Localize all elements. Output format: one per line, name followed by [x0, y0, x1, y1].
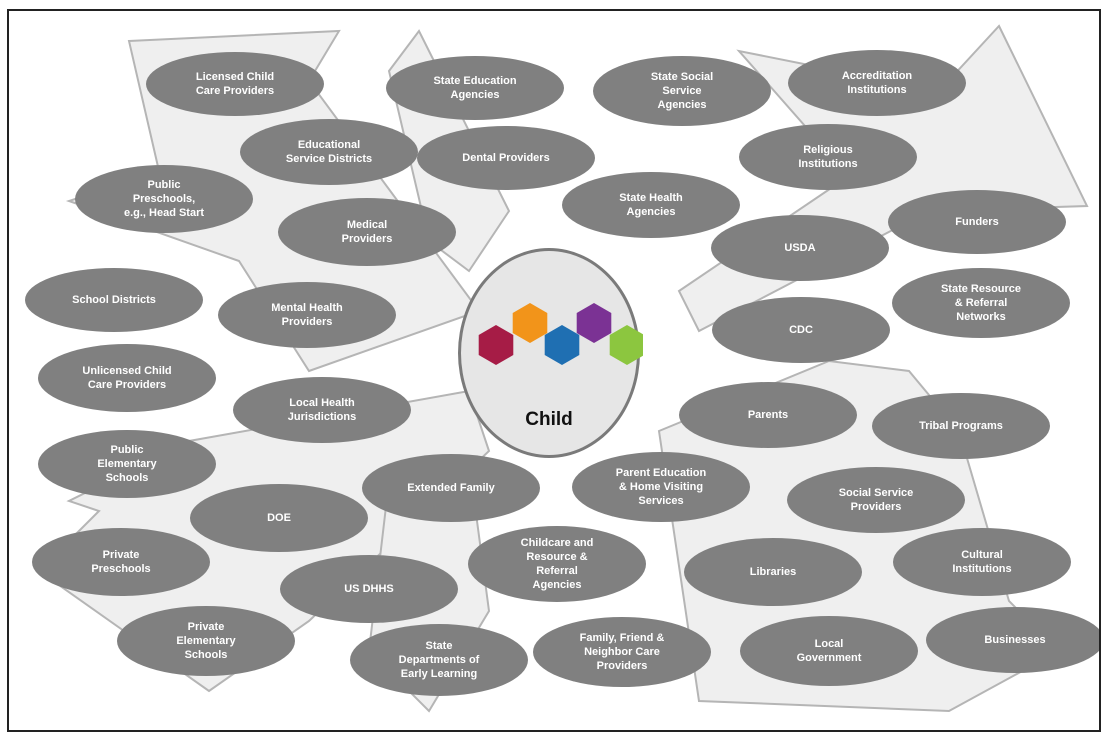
node-usda: USDA	[711, 215, 889, 281]
node-accreditation-institutions: Accreditation Institutions	[788, 50, 966, 116]
node-doe: DOE	[190, 484, 368, 552]
node-private-elementary-schools: Private Elementary Schools	[117, 606, 295, 676]
node-childcare-resource-referral-agencies: Childcare and Resource & Referral Agenci…	[468, 526, 646, 602]
center-label: Child	[525, 409, 573, 430]
node-libraries: Libraries	[684, 538, 862, 606]
node-cultural-institutions: Cultural Institutions	[893, 528, 1071, 596]
node-medical-providers: Medical Providers	[278, 198, 456, 266]
node-licensed-child-care-providers: Licensed Child Care Providers	[146, 52, 324, 116]
node-cdc: CDC	[712, 297, 890, 363]
child-center-circle: Child	[458, 248, 643, 458]
node-local-health-jurisdictions: Local Health Jurisdictions	[233, 377, 411, 443]
hexagon-red-icon	[478, 325, 514, 365]
node-state-resource-referral-networks: State Resource & Referral Networks	[892, 268, 1070, 338]
diagram-frame: Child Licensed Child Care Providers Stat…	[7, 9, 1101, 732]
hexagon-green-icon	[609, 325, 643, 365]
node-parent-education-home-visiting: Parent Education & Home Visiting Service…	[572, 452, 750, 522]
node-us-dhhs: US DHHS	[280, 555, 458, 623]
node-mental-health-providers: Mental Health Providers	[218, 282, 396, 348]
node-state-education-agencies: State Education Agencies	[386, 56, 564, 120]
node-social-service-providers: Social Service Providers	[787, 467, 965, 533]
node-dental-providers: Dental Providers	[417, 126, 595, 190]
node-state-health-agencies: State Health Agencies	[562, 172, 740, 238]
node-educational-service-districts: Educational Service Districts	[240, 119, 418, 185]
hexagon-purple-icon	[576, 303, 612, 343]
node-private-preschools: Private Preschools	[32, 528, 210, 596]
node-school-districts: School Districts	[25, 268, 203, 332]
node-unlicensed-child-care-providers: Unlicensed Child Care Providers	[38, 344, 216, 412]
node-local-government: Local Government	[740, 616, 918, 686]
hexagon-logo-icon	[478, 303, 643, 365]
node-funders: Funders	[888, 190, 1066, 254]
node-religious-institutions: Religious Institutions	[739, 124, 917, 190]
node-state-departments-early-learning: State Departments of Early Learning	[350, 624, 528, 696]
hexagon-blue-icon	[544, 325, 580, 365]
node-family-friend-neighbor-care: Family, Friend & Neighbor Care Providers	[533, 617, 711, 687]
node-tribal-programs: Tribal Programs	[872, 393, 1050, 459]
node-parents: Parents	[679, 382, 857, 448]
node-public-preschools: Public Preschools, e.g., Head Start	[75, 165, 253, 233]
node-businesses: Businesses	[926, 607, 1099, 673]
node-public-elementary-schools: Public Elementary Schools	[38, 430, 216, 498]
node-extended-family: Extended Family	[362, 454, 540, 522]
node-state-social-service-agencies: State Social Service Agencies	[593, 56, 771, 126]
hexagon-orange-icon	[512, 303, 548, 343]
